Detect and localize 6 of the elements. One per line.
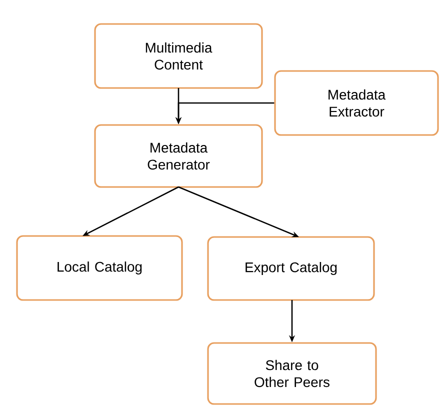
- process-box: Share to Other Peers: [207, 342, 377, 405]
- process-box: Local Catalog: [16, 235, 183, 301]
- process-box: Metadata Generator: [94, 124, 263, 188]
- process-box: Metadata Extractor: [274, 70, 439, 136]
- process-box: Multimedia Content: [94, 23, 263, 89]
- process-box: Export Catalog: [207, 236, 375, 301]
